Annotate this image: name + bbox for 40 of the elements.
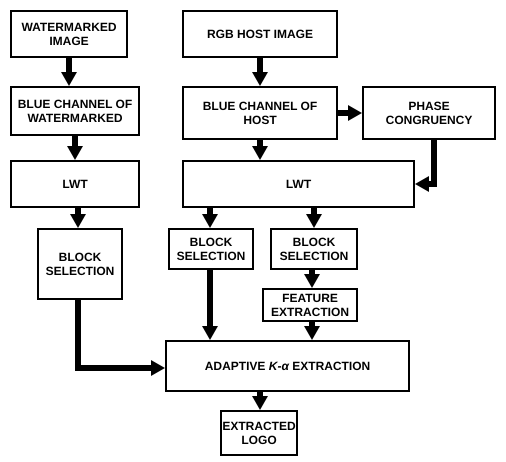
- arrow: [415, 140, 437, 192]
- box-label: WATERMARKED IMAGE: [20, 20, 118, 48]
- process-box: [168, 228, 254, 270]
- box-label: BLOCK SELECTION: [176, 234, 246, 264]
- box-label: ADAPTIVE K-α EXTRACTION: [204, 358, 372, 374]
- arrow: [304, 270, 320, 288]
- box-label: RGB HOST IMAGE: [206, 26, 314, 42]
- box-label: BLOCK SELECTION: [44, 250, 116, 278]
- process-box: [220, 410, 298, 456]
- arrow: [202, 270, 218, 340]
- arrow: [338, 105, 362, 121]
- process-box: [362, 86, 496, 140]
- process-box: [10, 10, 128, 58]
- arrow: [304, 322, 320, 340]
- box-label: EXTRACTED LOGO: [221, 418, 297, 448]
- arrow: [61, 58, 77, 86]
- box-label: BLOCK SELECTION: [278, 234, 350, 264]
- box-label: BLUE CHANNEL OF HOST: [202, 98, 318, 128]
- box-label: LWT: [284, 176, 312, 192]
- arrow: [75, 300, 165, 376]
- box-label: BLUE CHANNEL OF WATERMARKED: [16, 96, 134, 126]
- process-box: [182, 10, 338, 58]
- process-box: [165, 340, 410, 392]
- process-box: [37, 228, 123, 300]
- process-box: [10, 86, 140, 136]
- arrow: [306, 208, 322, 228]
- process-box: [270, 228, 358, 270]
- arrow: [252, 58, 268, 86]
- process-box: [10, 160, 140, 208]
- arrow: [252, 140, 268, 160]
- box-label: LWT: [61, 176, 89, 192]
- process-box: [182, 160, 415, 208]
- arrow: [252, 392, 268, 410]
- box-label: PHASE CONGRUENCY: [384, 98, 474, 128]
- process-box: [262, 288, 358, 322]
- arrow: [202, 208, 218, 228]
- process-box: [182, 86, 338, 140]
- arrow: [70, 208, 86, 228]
- box-label: FEATURE EXTRACTION: [270, 290, 350, 320]
- arrow: [67, 136, 83, 160]
